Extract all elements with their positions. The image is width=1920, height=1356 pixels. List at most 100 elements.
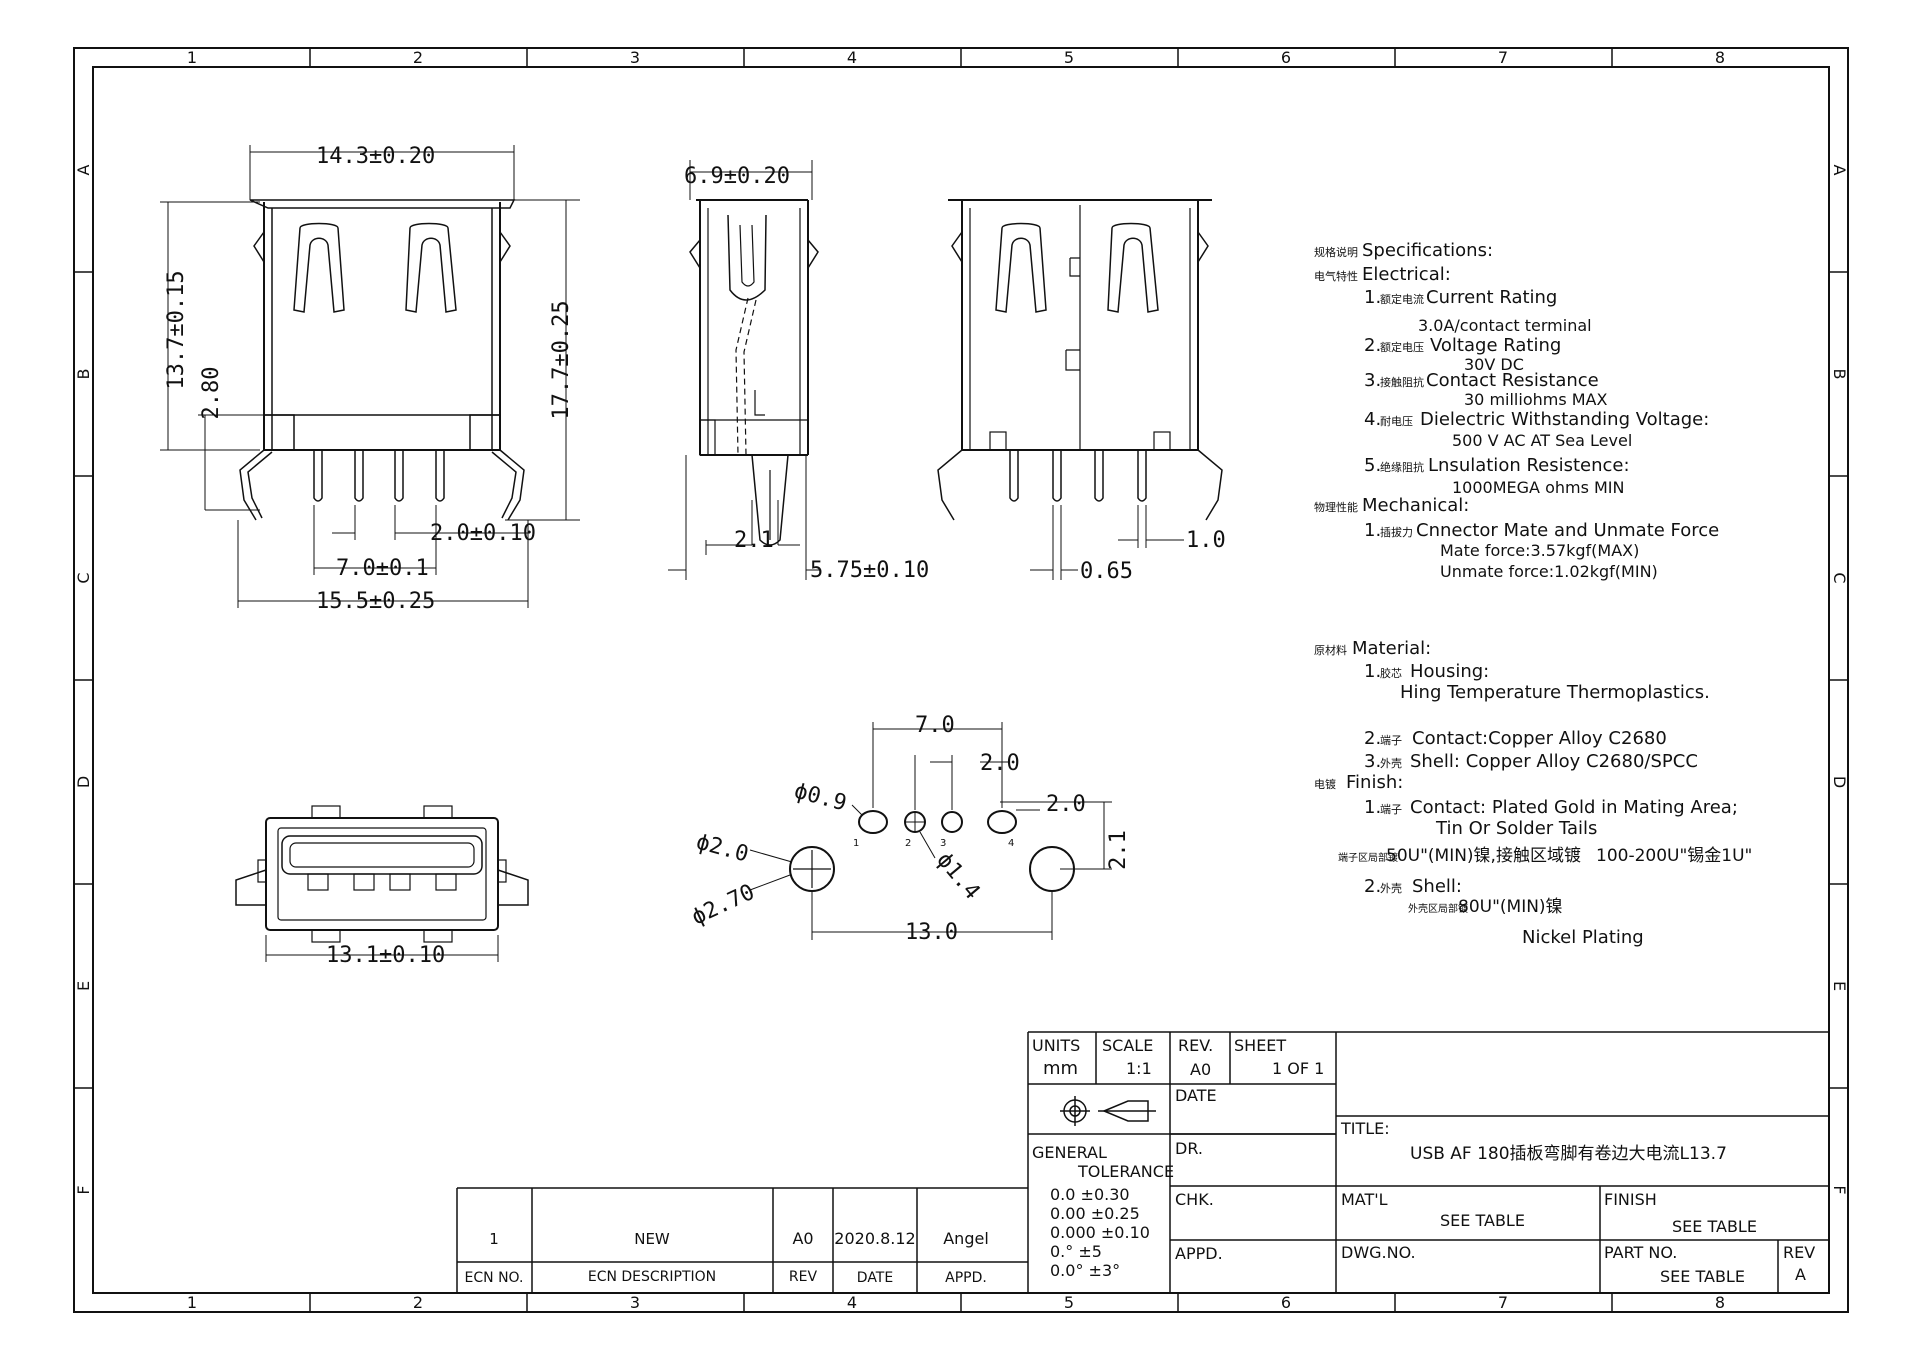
spec-mt1-no: 1. <box>1364 661 1381 682</box>
dim-pin-span: 7.0±0.1 <box>336 556 429 581</box>
spec-e3-value: 30 milliohms MAX <box>1464 390 1608 409</box>
rev-row-description: NEW <box>634 1230 670 1248</box>
spec-f1-no: 1. <box>1364 797 1381 818</box>
matl-label: MAT'L <box>1341 1190 1388 1209</box>
tolerance-row: 0.0° ±3° <box>1050 1261 1120 1280</box>
spec-mt1-value: Hing Temperature Thermoplastics. <box>1400 682 1710 703</box>
col-label-bottom: 6 <box>1281 1293 1291 1312</box>
fp-pin-label: 1 <box>853 838 859 849</box>
tolerance-row: 0.00 ±0.25 <box>1050 1204 1140 1223</box>
units-value: mm <box>1043 1058 1078 1079</box>
scale-value: 1:1 <box>1126 1059 1152 1078</box>
rev-label: REV. <box>1178 1036 1213 1055</box>
col-label-top: 1 <box>187 48 197 67</box>
row-label-right: B <box>1830 369 1849 380</box>
spec-f1: Contact: Plated Gold in Mating Area; <box>1410 797 1738 818</box>
spec-e5-cn: 绝缘阻抗 <box>1380 460 1424 474</box>
footprint-dimension-lines <box>749 722 1112 940</box>
rev-header-date: DATE <box>857 1270 893 1286</box>
spec-e2: Voltage Rating <box>1430 335 1561 356</box>
spec-f2-cn: 外壳 <box>1380 881 1402 895</box>
dim-side-pin: 5.75±0.10 <box>810 558 929 583</box>
col-label-top: 6 <box>1281 48 1291 67</box>
col-label-bottom: 1 <box>187 1293 197 1312</box>
tolerance-row: 0.000 ±0.10 <box>1050 1223 1150 1242</box>
appd-label: APPD. <box>1175 1244 1223 1263</box>
finish-label: FINISH <box>1604 1190 1657 1209</box>
fp-pin-label: 3 <box>940 838 946 849</box>
spec-m1-value1: Mate force:3.57kgf(MAX) <box>1440 541 1639 560</box>
tolerance-label: TOLERANCE <box>1077 1162 1174 1181</box>
spec-electrical-cn: 电气特性 <box>1314 269 1358 283</box>
general-label: GENERAL <box>1032 1143 1107 1162</box>
sheet-label: SHEET <box>1234 1036 1286 1055</box>
spec-e2-no: 2. <box>1364 335 1381 356</box>
row-label-left: C <box>74 572 93 583</box>
dr-label: DR. <box>1175 1139 1203 1158</box>
chk-label: CHK. <box>1175 1190 1214 1209</box>
spec-material-cn: 原材料 <box>1314 643 1347 657</box>
fp-pin-label: 2 <box>905 838 911 849</box>
spec-heading-cn: 规格说明 <box>1314 245 1358 259</box>
rev2-value: A <box>1795 1265 1806 1284</box>
spec-f1-value: Tin Or Solder Tails <box>1435 818 1597 839</box>
dim-fp-hole-14: ϕ1.4 <box>931 848 984 905</box>
dim-fp-hole-09: ϕ0.9 <box>791 779 849 817</box>
fp-pin-label: 4 <box>1008 838 1014 849</box>
front-view <box>239 199 525 521</box>
tolerance-row: 0.0 ±0.30 <box>1050 1185 1130 1204</box>
col-label-top: 7 <box>1498 48 1508 67</box>
dwg-no-label: DWG.NO. <box>1341 1243 1416 1262</box>
spec-f2-cn2b: 80U"(MIN)镍 <box>1458 897 1563 917</box>
part-no-value: SEE TABLE <box>1660 1267 1745 1286</box>
sheet-value: 1 OF 1 <box>1272 1059 1324 1078</box>
col-label-bottom: 2 <box>413 1293 423 1312</box>
spec-m1-cn: 插拔力 <box>1380 525 1413 539</box>
row-label-right: C <box>1830 572 1849 583</box>
spec-e5-value: 1000MEGA ohms MIN <box>1452 478 1625 497</box>
row-label-right: F <box>1830 1185 1849 1194</box>
col-label-top: 3 <box>630 48 640 67</box>
finish-value: SEE TABLE <box>1672 1217 1757 1236</box>
dim-fp-row-offset: 2.1 <box>1106 830 1131 870</box>
rev-value: A0 <box>1190 1060 1211 1079</box>
row-label-right: D <box>1830 776 1849 788</box>
spec-f2-cn2a: 外壳区局部镀 <box>1408 902 1468 915</box>
spec-finish: Finish: <box>1346 772 1403 793</box>
spec-m1-no: 1. <box>1364 520 1381 541</box>
rev-row-ecn: 1 <box>489 1230 499 1248</box>
scale-label: SCALE <box>1102 1036 1153 1055</box>
spec-electrical: Electrical: <box>1362 264 1451 285</box>
spec-e4: Dielectric Withstanding Voltage: <box>1420 409 1709 430</box>
dim-bottom-width: 13.1±0.10 <box>326 943 445 968</box>
dim-fp-pitch-2: 2.0 <box>980 751 1020 776</box>
spec-mt3: Shell: Copper Alloy C2680/SPCC <box>1410 751 1698 772</box>
rev-header-rev: REV <box>789 1269 818 1285</box>
title-block <box>1027 1031 1829 1293</box>
spec-mt3-cn: 外壳 <box>1380 756 1402 770</box>
rev-row-date: 2020.8.12 <box>834 1229 915 1248</box>
row-label-left: F <box>74 1185 93 1194</box>
rear-dimension-lines <box>1030 505 1184 580</box>
drawing-title: USB AF 180插板弯脚有卷边大电流L13.7 <box>1410 1144 1727 1164</box>
col-label-bottom: 3 <box>630 1293 640 1312</box>
dim-overall-width: 15.5±0.25 <box>316 589 435 614</box>
spec-f1-cn2a: 端子区局部镀 <box>1338 851 1398 864</box>
col-label-top: 4 <box>847 48 857 67</box>
col-label-top: 2 <box>413 48 423 67</box>
spec-heading: Specifications: <box>1362 240 1493 261</box>
row-label-left: B <box>74 369 93 380</box>
col-label-bottom: 8 <box>1715 1293 1725 1312</box>
dim-fp-hole-27: ϕ2.70 <box>688 880 759 931</box>
spec-e3-no: 3. <box>1364 370 1381 391</box>
tolerance-row: 0.° ±5 <box>1050 1242 1102 1261</box>
title-label: TITLE: <box>1340 1119 1390 1138</box>
spec-f2-value: Nickel Plating <box>1522 927 1644 948</box>
units-label: UNITS <box>1032 1036 1080 1055</box>
rev-row-appd: Angel <box>943 1229 989 1248</box>
part-no-label: PART NO. <box>1604 1243 1677 1262</box>
spec-e2-value: 30V DC <box>1464 355 1524 374</box>
spec-mt1: Housing: <box>1410 661 1489 682</box>
spec-f1-cn: 端子 <box>1380 803 1402 816</box>
